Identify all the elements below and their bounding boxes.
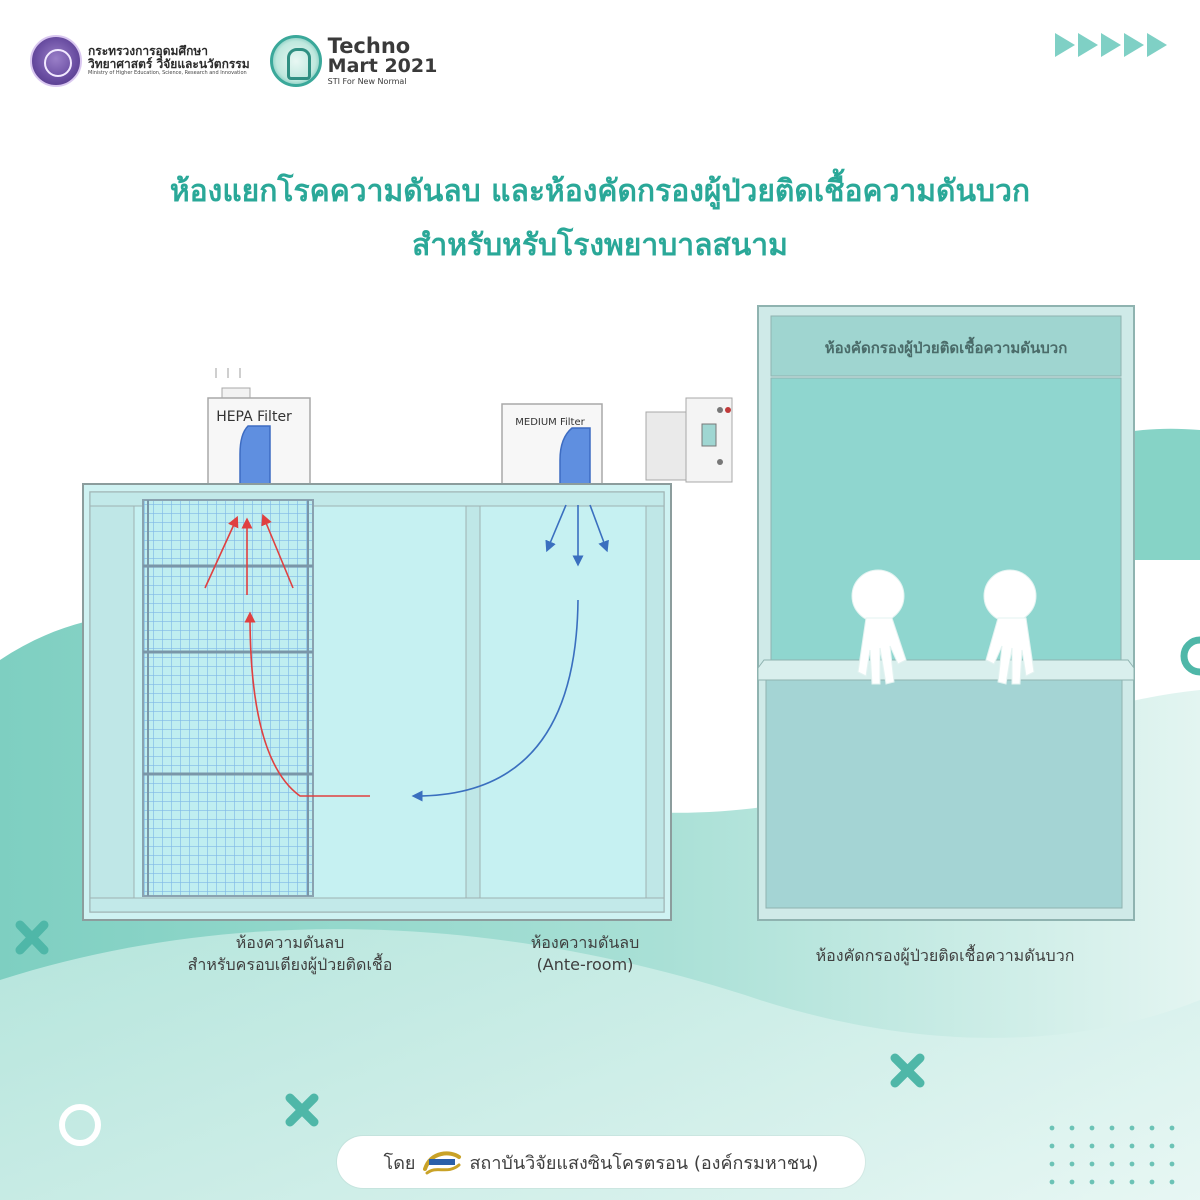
arrow-icon — [1055, 33, 1075, 57]
footer-by-label: โดย — [383, 1152, 416, 1174]
techno-mart-tagline: STI For New Normal — [327, 77, 407, 86]
hepa-filter-label: HEPA Filter — [216, 409, 292, 425]
medium-filter-label: MEDIUM Filter — [515, 417, 585, 428]
arrow-icon — [1147, 33, 1167, 57]
ministry-logo-icon — [30, 35, 82, 87]
ministry-name-line2: วิทยาศาสตร์ วิจัยและนวัตกรรม — [88, 57, 250, 72]
page-title: ห้องแยกโรคความดันลบ และห้องคัดกรองผู้ป่ว… — [169, 174, 1031, 209]
caption-positive-booth: ห้องคัดกรองผู้ป่วยติดเชื้อความดันบวก — [815, 946, 1075, 965]
ministry-name: กระทรวงการอุดมศึกษา วิทยาศาสตร์ วิจัยและ… — [88, 44, 250, 77]
hepa-filter-unit — [207, 368, 311, 485]
bed-enclosure — [142, 499, 314, 897]
caption-ante-room-line1: ห้องความดันลบ — [530, 933, 640, 952]
glove-icon — [983, 569, 1037, 685]
booth-header-label: ห้องคัดกรองผู้ป่วยติดเชื้อความดันบวก — [824, 339, 1068, 357]
medium-filter-unit — [501, 403, 603, 487]
page-subtitle: สำหรับหรับโรงพยาบาลสนาม — [412, 228, 788, 263]
ring-decoration — [59, 1104, 101, 1146]
arrow-icon — [1101, 33, 1121, 57]
caption-negative-room-line1: ห้องความดันลบ — [235, 933, 345, 952]
caption-ante-room-line2: (Ante-room) — [536, 955, 634, 975]
ante-room-airflow-arrows — [411, 504, 609, 802]
footer-organization: สถาบันวิจัยแสงซินโครตรอน (องค์กรมหาชน) — [469, 1152, 819, 1174]
arrow-icon — [1078, 33, 1098, 57]
synchrotron-logo-icon — [423, 1151, 462, 1175]
control-panel — [645, 397, 733, 483]
ring-decoration — [1180, 636, 1200, 676]
techno-mart-logo-icon — [269, 35, 322, 87]
cross-decoration — [15, 920, 925, 1127]
play-arrows-decoration — [1055, 33, 1170, 57]
caption-ante-room: ห้องความดันลบ (Ante-room) — [470, 932, 700, 977]
techno-mart-name: Techno Mart 2021 STI For New Normal — [328, 36, 438, 86]
techno-mart-line2: Mart 2021 — [327, 55, 438, 77]
ministry-name-english: Ministry of Higher Education, Science, R… — [88, 70, 247, 77]
caption-negative-room-line2: สำหรับครอบเตียงผู้ป่วยติดเชื้อ — [187, 955, 393, 975]
arrow-icon — [1124, 33, 1144, 57]
techno-mart-line1: Techno — [327, 34, 411, 58]
positive-pressure-booth — [757, 305, 1135, 921]
footer-credit: โดย สถาบันวิจัยแสงซินโครตรอน (องค์กรมหาช… — [337, 1136, 865, 1188]
ministry-name-line1: กระทรวงการอุดมศึกษา — [88, 44, 208, 59]
glove-icon — [851, 569, 907, 685]
header: กระทรวงการอุดมศึกษา วิทยาศาสตร์ วิจัยและ… — [30, 30, 437, 92]
negative-airflow-arrows — [204, 513, 370, 797]
dot-grid-decoration — [1049, 1125, 1175, 1185]
caption-negative-room: ห้องความดันลบ สำหรับครอบเตียงผู้ป่วยติดเ… — [140, 932, 440, 977]
